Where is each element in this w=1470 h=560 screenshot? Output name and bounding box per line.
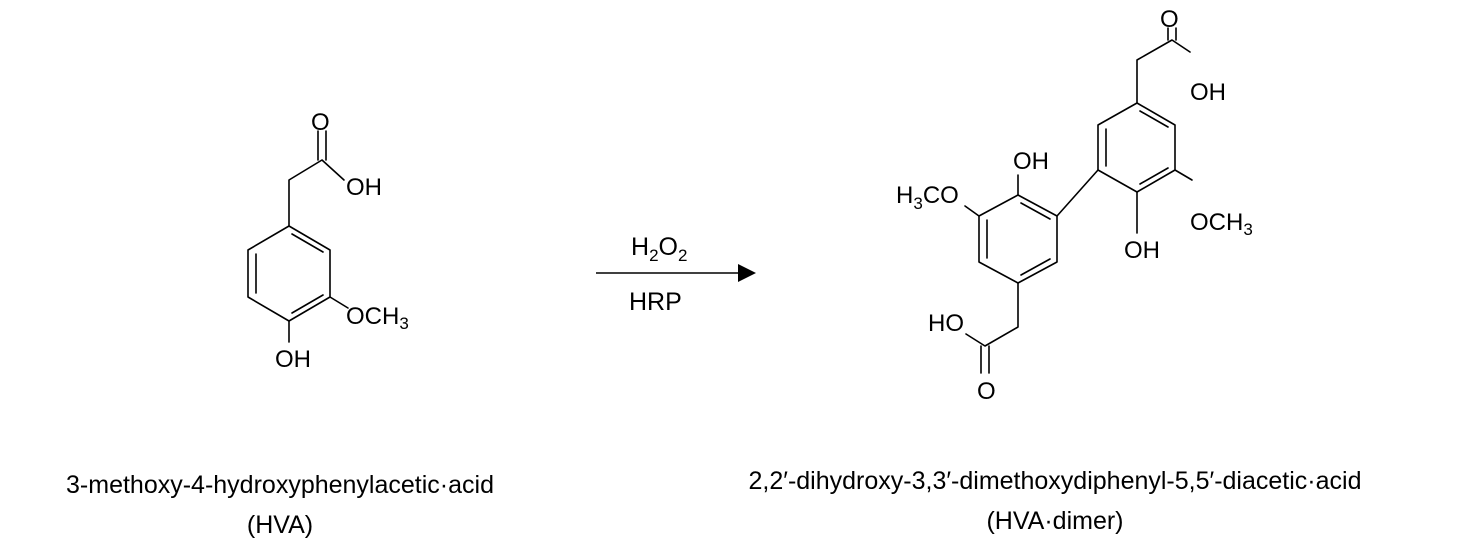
dimer-right-ring-double-bonds [1105, 110, 1169, 185]
product-abbreviation: (HVA·dimer) [986, 507, 1124, 535]
hva-side-chain [288, 159, 345, 227]
hva-acid-oh: OH [346, 174, 382, 201]
hva-methoxy-bond [329, 296, 349, 309]
dimer-right-phenol-oh: OH [1124, 237, 1160, 264]
product-name-block: 2,2′-dihydroxy-3,3′-dimethoxydiphenyl-5,… [650, 461, 1460, 541]
dimer-left-methoxy: H3CO [896, 182, 959, 213]
dimer-top-carbonyl-o: O [1160, 6, 1179, 33]
reaction-arrow-group: H2O2 HRP [596, 233, 756, 316]
dimer-left-phenol-oh: OH [1013, 148, 1049, 175]
catalyst-hrp: HRP [629, 288, 682, 316]
hva-carbonyl-o: O [311, 109, 330, 136]
dimer-top-acid-oh: OH [1190, 79, 1226, 106]
hva-dimer-structure: O OH OH H3CO OH OCH3 HO O [896, 6, 1253, 405]
dimer-right-methoxy-bond [1174, 169, 1193, 181]
dimer-biaryl-bond [1056, 169, 1099, 217]
hva-ring [247, 225, 331, 322]
dimer-right-ring [1097, 102, 1176, 193]
dimer-bottom-carbonyl-o: O [977, 378, 996, 405]
hva-phenol-oh: OH [275, 346, 311, 373]
hva-carbonyl [317, 130, 327, 161]
dimer-left-ring [978, 194, 1058, 284]
dimer-bottom-carbonyl [980, 345, 990, 374]
arrow-head-icon [738, 264, 756, 282]
reactant-name: 3-methoxy-4-hydroxyphenylacetic·acid [66, 471, 494, 499]
hva-structure: O OH OCH3 OH [247, 109, 409, 373]
reactant-name-block: 3-methoxy-4-hydroxyphenylacetic·acid (HV… [0, 465, 560, 545]
hva-ring-double-bonds [255, 233, 324, 314]
dimer-right-methoxy: OCH3 [1190, 209, 1253, 239]
reactant-abbreviation: (HVA) [246, 511, 314, 539]
dimer-bottom-side-chain [965, 282, 1019, 347]
hva-methoxy-label: OCH3 [346, 303, 409, 333]
dimer-bottom-acid-ho: HO [928, 310, 964, 337]
dimer-top-carbonyl [1167, 27, 1177, 41]
dimer-left-methoxy-bond [964, 205, 980, 217]
reagent-h2o2: H2O2 [631, 233, 687, 265]
dimer-left-ring-double-bonds [986, 202, 1051, 276]
dimer-top-side-chain [1136, 39, 1191, 104]
product-name: 2,2′-dihydroxy-3,3′-dimethoxydiphenyl-5,… [748, 467, 1362, 495]
